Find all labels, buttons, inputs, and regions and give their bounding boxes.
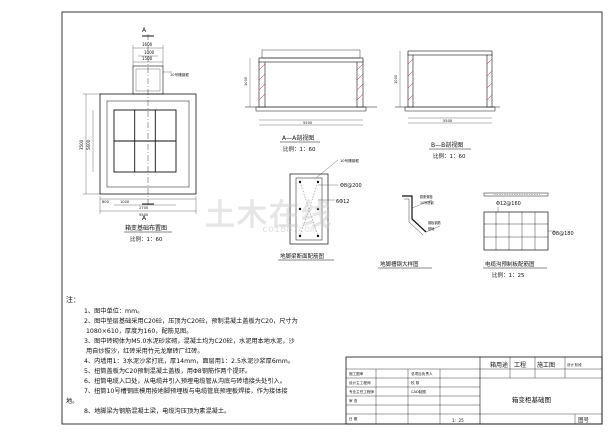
section-mark-top: A (142, 27, 147, 34)
anchor-label-1: 膨胀螺栓 (420, 194, 434, 199)
tb-scale: 1：25 (452, 418, 464, 423)
plan-dims-bottom (99, 196, 197, 214)
note-7b: 地。 (66, 398, 79, 405)
tb-row4-a: 审 查 (349, 398, 358, 403)
note-6: 6、扭筒电缆入口处，从电缆井引入预埋电缆管从沟底与砖墙接头处引入。 (84, 378, 286, 385)
cable-cover-slab: Φ12@160 Φ8@180 电缆沟预制板配筋图 比例：1：25 (483, 192, 574, 279)
anchor-label-2: 10号槽钢 (420, 200, 434, 205)
plan-dim-bottom-3: 2700 (139, 206, 149, 210)
note-3b: 用自炒拔沙，红砖采用竹元龙摩砖厂红砖。 (86, 348, 204, 355)
tb-row5-a: 日 期 (349, 416, 358, 421)
plan-dim-top-3: 1500 (142, 56, 153, 61)
anchor-channel-detail: 膨胀螺栓 10号槽钢 钢板钢筋 基础 地脚槽钢大样图 (378, 194, 441, 269)
tb-row1-b: 总项目负责人 (411, 371, 433, 376)
note-8: 8、地脚梁为钢筋混凝土梁，电缆沟压顶为素混凝土。 (84, 408, 231, 415)
plan-view-title: 箱变基础布置图 (125, 224, 167, 232)
bb-dim-2: 5500 (443, 119, 453, 123)
tb-stage-label: 工程 (514, 361, 526, 369)
plan-dim-left-1: 3500 (79, 139, 84, 150)
note-4: 4、内墙用1：3水泥沙浆打底，厚14mm，面层用1：2.5水泥沙浆厚6mm。 (84, 358, 295, 365)
section-aa-scale: 比例：1：60 (283, 145, 316, 153)
aa-dim-2: 5500 (303, 121, 313, 125)
note-2b: 1080×610，厚度为160，配筋见图。 (86, 328, 193, 335)
beam-label-channel: 10号槽钢框 (340, 158, 359, 163)
section-bb-scale: 比例：1：60 (433, 152, 466, 160)
beam-label-stirrup: Φ8@200 (340, 183, 362, 189)
anchor-label-4: 基础 (428, 226, 434, 231)
plan-cover-grid (113, 109, 177, 173)
watermark-logo-text: 土木在线 (205, 198, 333, 233)
section-bb-title: B—B剖视图 (431, 141, 463, 149)
tb-drawing-name: 箱变柜基础图 (512, 395, 551, 404)
title-block (345, 356, 603, 425)
tb-row2-a: 设计主工程师 (349, 380, 371, 385)
section-aa: 1000 5500 A—A剖视图 比例：1：60 (244, 49, 377, 153)
bb-dim-1: 1000 (394, 74, 398, 84)
note-2: 2、图中垫层基础采用C20砼，压顶为C20砼，预制混凝土盖板为C20，尺寸为 (84, 318, 298, 325)
cover-label-dist: Φ8@180 (552, 231, 574, 237)
cable-cover-scale: 比例：1：25 (492, 271, 525, 279)
tb-sheet-label: 图号 (578, 416, 590, 424)
tb-phase: 施工图 (537, 361, 555, 369)
tb-project: 箱用途 (490, 361, 508, 369)
plan-dim-bottom-1: 800 (102, 200, 110, 204)
cable-cover-title: 电缆沟预制板配筋图 (485, 260, 535, 268)
plan-channel-label: 10号槽钢框 (170, 72, 189, 77)
watermark-url: co188.com (262, 224, 317, 235)
notes-heading: 注： (66, 296, 80, 304)
section-bb: 1000 5500 B—B剖视图 比例：1：60 (394, 50, 500, 160)
anchor-detail-title: 地脚槽钢大样图 (380, 260, 419, 268)
plan-dims-top (132, 45, 164, 66)
plan-dim-bottom-4: 5500 (139, 213, 149, 217)
plan-dim-left-2: 5600 (86, 139, 91, 150)
plan-view: A A 1600 1000 1500 3500 5600 800 1000 27… (79, 27, 197, 243)
title-block-text: 箱用途 工程 施工图 设计 阶段 箱变柜基础图 图号 1：25 施工图审 总项目… (349, 361, 590, 424)
note-3: 3、图中砖砌体为M5.0水泥砂浆砌，混凝土均为C20砼，水泥用本地水泥，沙 (84, 338, 295, 345)
anchor-label-3: 钢板钢筋 (428, 220, 441, 225)
section-mark-bottom: A (142, 215, 147, 222)
tb-row1-a: 施工图审 (349, 371, 364, 376)
beam-label-mainbar: 6Φ12 (336, 199, 349, 205)
note-1: 1、图中单位：mm。 (84, 308, 144, 315)
plan-dim-top-2: 1000 (144, 50, 155, 55)
tb-design: 设计 阶段 (567, 362, 582, 367)
plan-dim-top-1: 1600 (142, 42, 153, 47)
note-5: 5、扭筒盖板为C20预制混凝土盖板，用Φ8钢筋作两个提环。 (84, 368, 252, 375)
plan-dims-left (83, 93, 100, 195)
tb-row3-a: 专业主任工程师 (349, 389, 375, 394)
sheet-frame (61, 11, 603, 425)
plan-view-scale: 比例：1：60 (130, 235, 163, 243)
ground-beam-section: 10号槽钢框 Φ8@200 6Φ12 地脚梁断面配筋图 (278, 158, 362, 261)
note-7: 7、扭筒10号槽钢底模用按地脚预埋板与电缆管底预埋板焊接，作为接体接 (84, 388, 288, 395)
ground-beam-title: 地脚梁断面配筋图 (280, 252, 325, 260)
section-aa-title: A—A剖视图 (282, 134, 314, 142)
plan-dim-bottom-2: 1000 (120, 200, 130, 204)
tb-row3-b: CAD制图 (411, 389, 426, 394)
aa-dim-1: 1000 (244, 76, 248, 86)
tb-row2-b: 校 核 (411, 380, 420, 385)
cover-label-main: Φ12@160 (496, 201, 521, 207)
